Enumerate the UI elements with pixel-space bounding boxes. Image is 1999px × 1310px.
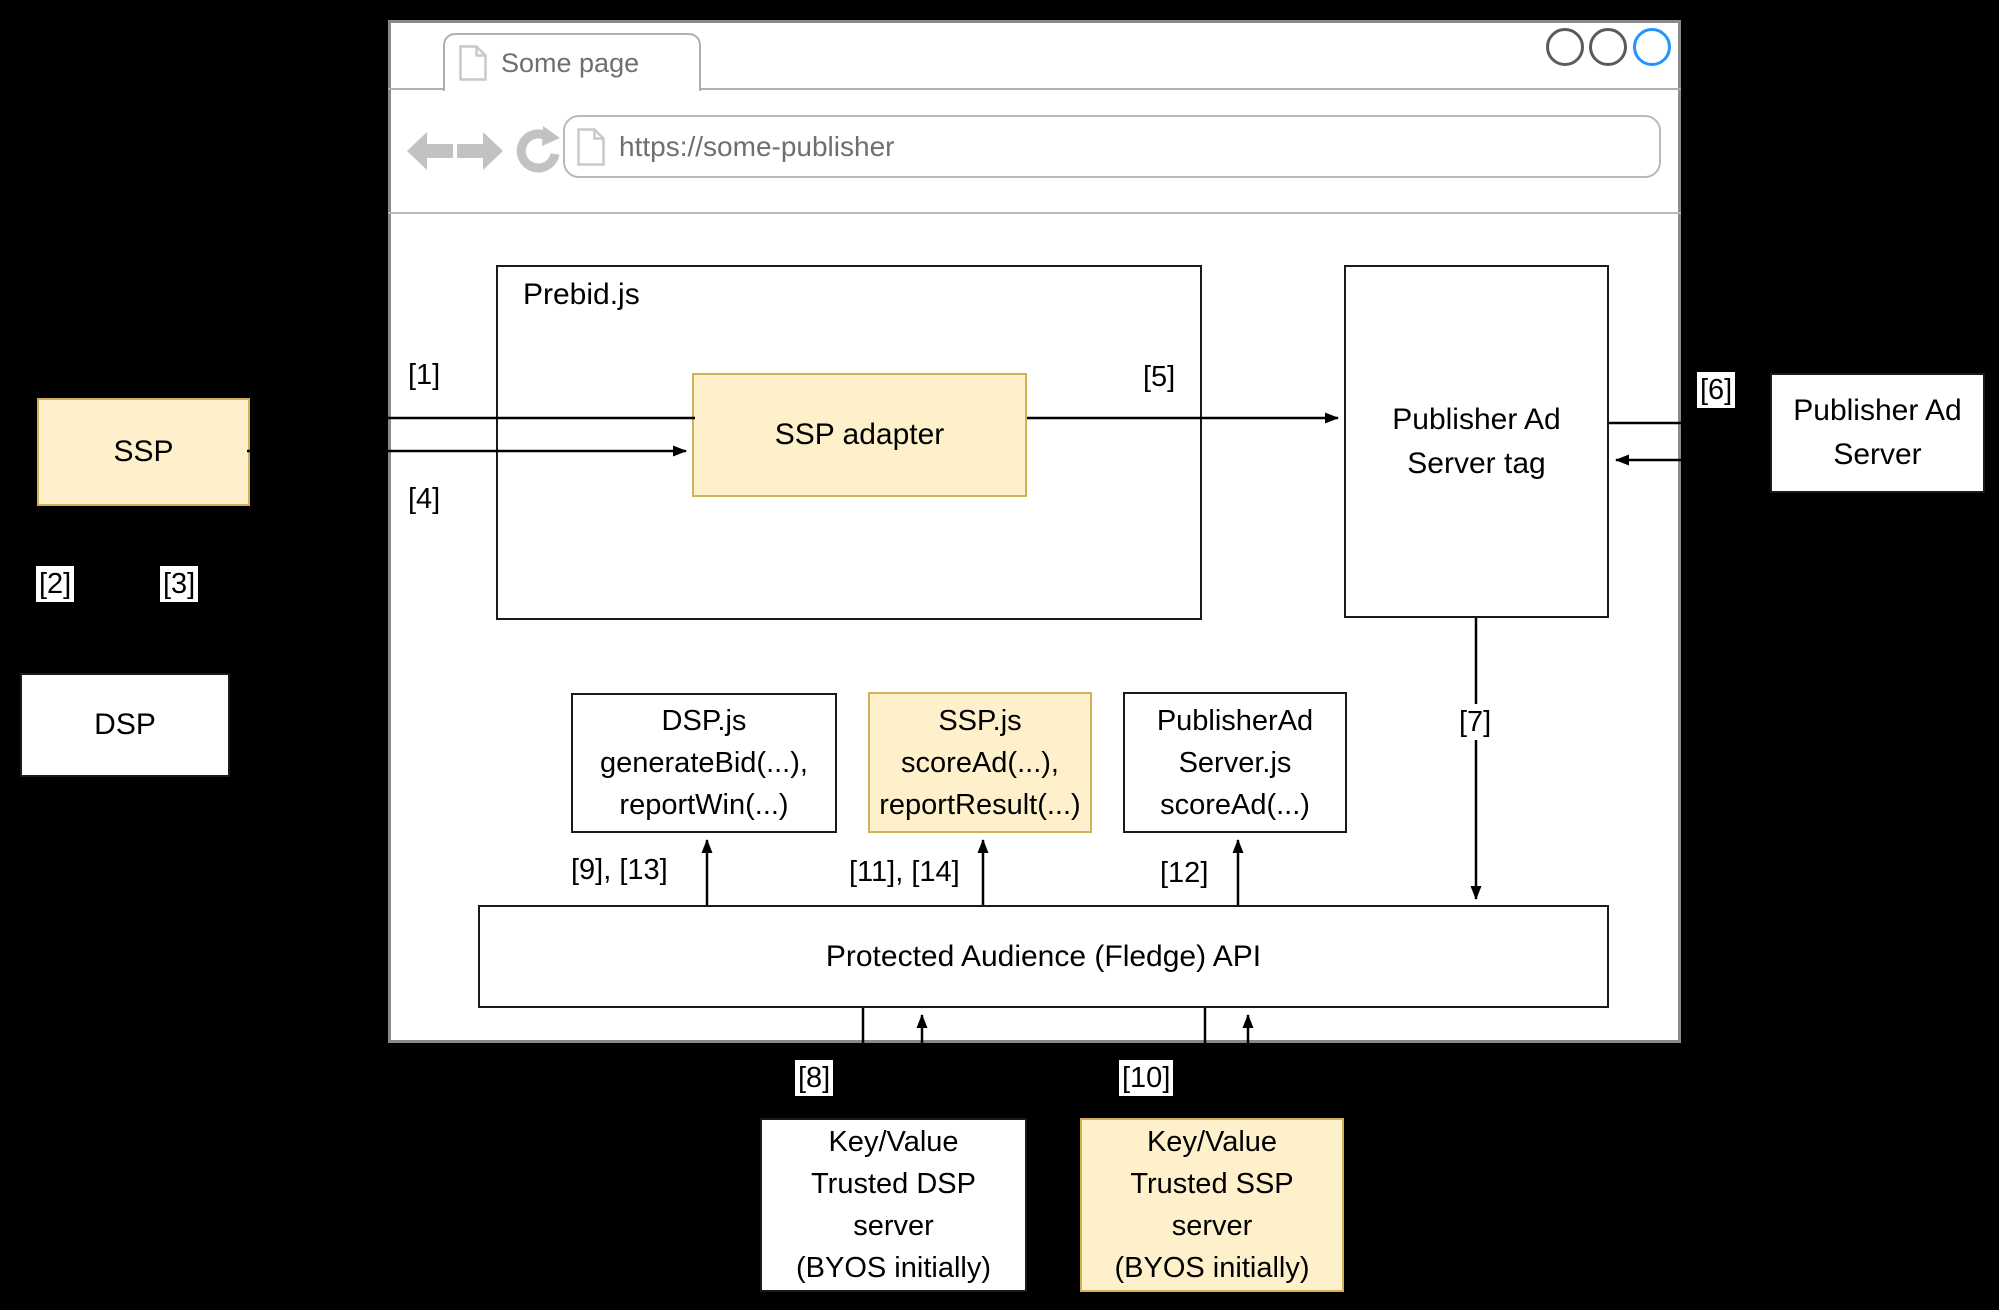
prebid-label: Prebid.js: [523, 278, 640, 311]
forward-arrow-icon: [457, 132, 503, 170]
page-icon: [459, 45, 487, 81]
publisher-ad-server-js-line: PublisherAd: [1156, 704, 1314, 737]
toolbar-divider: [388, 212, 1681, 214]
url-bar[interactable]: https://some-publisher: [563, 115, 1661, 178]
page-icon: [577, 127, 605, 166]
forward-button[interactable]: [457, 132, 503, 175]
dsp-js-box: DSP.js generateBid(...), reportWin(...): [571, 693, 837, 833]
kv-dsp-line: (BYOS initially): [796, 1252, 991, 1284]
step-label-11-14: [11], [14]: [846, 854, 963, 890]
step-label-7: [7]: [1456, 704, 1495, 740]
url-text: https://some-publisher: [619, 130, 895, 162]
fledge-api-label: Protected Audience (Fledge) API: [825, 939, 1262, 973]
fledge-api-bar: Protected Audience (Fledge) API: [478, 905, 1609, 1008]
back-button[interactable]: [407, 132, 453, 175]
publisher-ad-server-js-line: scoreAd(...): [1160, 788, 1310, 821]
step-label-10: [10]: [1119, 1060, 1174, 1096]
step-label-9-13: [9], [13]: [568, 852, 671, 888]
kv-dsp-line: Key/Value: [828, 1126, 959, 1158]
publisher-ad-server-tag-line: Server tag: [1407, 446, 1546, 480]
window-controls: [1544, 25, 1676, 74]
back-arrow-icon: [407, 132, 453, 170]
kv-ssp-line: (BYOS initially): [1114, 1252, 1310, 1284]
dsp-box: DSP: [20, 673, 230, 777]
ssp-js-line: SSP.js: [938, 704, 1022, 737]
dsp-label: DSP: [94, 708, 156, 741]
reload-icon: [516, 126, 560, 173]
tab-title: Some page: [501, 47, 640, 78]
reload-button[interactable]: [512, 126, 560, 181]
dsp-js-line: reportWin(...): [619, 789, 789, 821]
dsp-js-line: DSP.js: [661, 705, 747, 737]
ssp-js-line: scoreAd(...),: [901, 746, 1059, 779]
ssp-label: SSP: [113, 435, 174, 468]
step-label-6: [6]: [1697, 372, 1736, 408]
publisher-ad-server-tag-box: Publisher Ad Server tag: [1344, 265, 1609, 618]
ssp-js-box: SSP.js scoreAd(...), reportResult(...): [868, 692, 1092, 833]
publisher-ad-server-tag-line: Publisher Ad: [1392, 402, 1561, 436]
window-control-icon[interactable]: [1546, 28, 1584, 66]
publisher-ad-server-line: Publisher Ad: [1793, 394, 1962, 427]
kv-dsp-line: Trusted DSP: [811, 1168, 976, 1200]
ssp-box: SSP: [37, 398, 250, 506]
kv-trusted-dsp-server-box: Key/Value Trusted DSP server (BYOS initi…: [760, 1118, 1027, 1292]
publisher-ad-server-box: Publisher Ad Server: [1770, 373, 1985, 493]
step-label-5: [5]: [1140, 359, 1179, 395]
ssp-adapter-label: SSP adapter: [774, 418, 945, 451]
step-label-4: [4]: [405, 481, 444, 517]
step-label-8: [8]: [795, 1060, 834, 1096]
window-control-active-icon[interactable]: [1633, 28, 1671, 66]
step-label-12: [12]: [1157, 855, 1212, 891]
window-control-icon[interactable]: [1589, 28, 1627, 66]
kv-dsp-line: server: [853, 1210, 934, 1242]
dsp-js-line: generateBid(...),: [600, 747, 808, 779]
kv-trusted-ssp-server-box: Key/Value Trusted SSP server (BYOS initi…: [1080, 1118, 1344, 1292]
kv-ssp-line: Key/Value: [1146, 1126, 1278, 1158]
kv-ssp-line: server: [1171, 1210, 1253, 1242]
publisher-ad-server-line: Server: [1833, 438, 1922, 471]
kv-ssp-line: Trusted SSP: [1130, 1168, 1294, 1200]
ssp-js-line: reportResult(...): [879, 788, 1081, 821]
tab-bar-divider: [388, 88, 1681, 90]
publisher-ad-server-js-box: PublisherAd Server.js scoreAd(...): [1123, 692, 1347, 833]
ssp-adapter-box: SSP adapter: [692, 373, 1027, 497]
publisher-ad-server-js-line: Server.js: [1178, 746, 1292, 779]
step-label-2: [2]: [36, 566, 75, 602]
step-label-1: [1]: [405, 357, 444, 393]
browser-tab[interactable]: Some page: [443, 33, 701, 91]
step-label-3: [3]: [160, 566, 199, 602]
